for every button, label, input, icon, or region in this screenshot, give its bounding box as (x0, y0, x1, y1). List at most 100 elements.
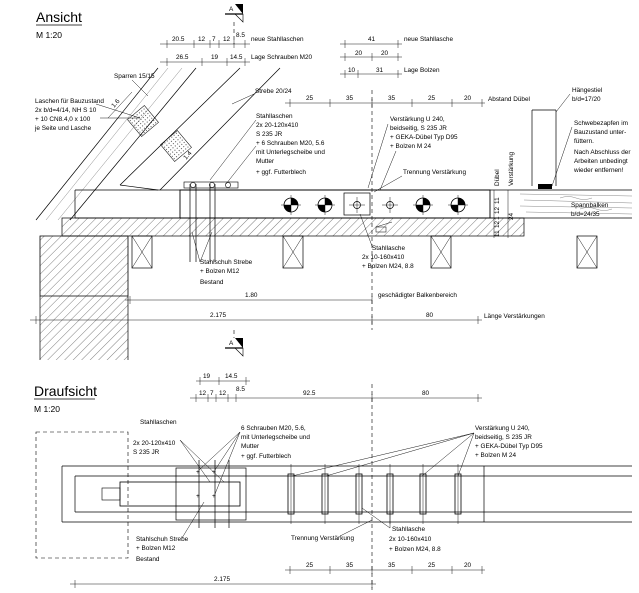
dim-value: 12 (198, 36, 206, 43)
section-mark-top: A (225, 4, 244, 23)
dim-value: 20 (464, 562, 472, 569)
callout-line: 2x 20-120x410 (256, 122, 299, 129)
note-line: Nach Abschluss der (574, 149, 631, 156)
label-sparren: Sparren 15/15 (114, 73, 155, 80)
dim-value: 25 (306, 562, 314, 569)
dim-value: 20.5 (172, 36, 185, 43)
dim-value: 10 (348, 67, 356, 74)
note-line: Bauzustand unter- (574, 129, 626, 136)
dim-value: 35 (388, 562, 396, 569)
label-verstaerkung-vertical: Verstärkung (508, 151, 515, 186)
label-haengestiel: Hängestiel (572, 87, 602, 94)
ansicht-scale: M 1:20 (36, 30, 62, 40)
svg-text:+: + (212, 493, 216, 500)
dim-value: 25 (428, 95, 436, 102)
stahllasche-callout: Stahllasche 2x 10-160x410 + Bolzen M24, … (359, 213, 414, 270)
callout-line: S 235 JR (133, 449, 160, 456)
callout-line: + Bolzen M 24 (475, 452, 516, 459)
dim-value: 12 (219, 390, 227, 397)
plan-schrauben: + + + + (196, 460, 230, 528)
geka-duebel-row (281, 195, 468, 215)
callout-line: + Bolzen M 24 (390, 143, 431, 150)
bolzen-symbol (382, 197, 398, 213)
dim-value: 7 (210, 390, 214, 397)
callout-line: 2x 20-120x410 (133, 440, 176, 447)
dim-value: 35 (346, 95, 354, 102)
callout-line: + GEKA-Dübel Typ D95 (390, 134, 458, 141)
dim-value: 2.175 (214, 576, 230, 583)
lasche-dim-2: 1.4 (182, 150, 193, 162)
strebe-strut (119, 67, 281, 191)
section-mark-label: A (229, 6, 234, 13)
dim-value: 20 (355, 50, 363, 57)
draufsicht-title: Draufsicht (34, 383, 97, 399)
duebel-symbol (281, 195, 301, 215)
label-neue-stahllaschen: neue Stahllaschen (251, 36, 304, 43)
callout-line: Stahllaschen (256, 113, 293, 120)
callout-line: + GEKA-Dübel Typ D95 (475, 443, 543, 450)
note-line: Schwebezapfen im (574, 120, 628, 127)
dim-chain-abstand: 25 35 35 25 20 Abstand Dübel (285, 95, 530, 107)
duebel-symbol (448, 195, 468, 215)
laschen-line: je Seite und Lasche (34, 125, 92, 132)
plan-duebel (287, 464, 462, 524)
dim-value: 41 (368, 36, 376, 43)
plan-stahllaschen-callout: Stahllaschen 2x 20-120x410 S 235 JR (133, 419, 225, 483)
label-lage-schrauben: Lage Schrauben M20 (251, 54, 313, 61)
callout-line: + 6 Schrauben M20, 5.6 (256, 140, 325, 147)
dim-value: 24 (508, 212, 515, 220)
dim-value: 25 (306, 95, 314, 102)
label-duebel-vertical: Dübel (494, 169, 501, 186)
dim-value: 19 (203, 373, 211, 380)
dim-value: 14.5 (225, 373, 238, 380)
dim-value: 12 (494, 206, 501, 214)
dim-value: 25 (428, 562, 436, 569)
plan-beam (61, 465, 632, 523)
dim-value: 8.5 (236, 32, 245, 39)
plan-stahllasche-callout: Stahllasche 2x 10-160x410 + Bolzen M24, … (361, 507, 441, 553)
plan-stahlschuh-callout: Stahlschuh Strebe + Bolzen M12 Bestand (136, 501, 205, 563)
callout-line: Mutter (241, 443, 260, 450)
dim-value: 1.80 (245, 292, 258, 299)
dim-value: 35 (388, 95, 396, 102)
dim-value: 80 (422, 390, 430, 397)
label-spannbalken: Spannbalken (571, 202, 609, 209)
callout-line: + ggf. Futterblech (241, 453, 291, 460)
dim-value: 7 (212, 36, 216, 43)
callout-line: S 235 JR (256, 131, 283, 138)
callout-line: beidseitig, S 235 JR (390, 125, 447, 132)
dim-value: 2.175 (210, 312, 226, 319)
callout-line: Bestand (136, 556, 160, 563)
callout-line: + Bolzen M12 (200, 268, 240, 275)
haengestiel: Hängestiel b/d=17/20 (531, 87, 602, 189)
callout-line: Verstärkung U 240, (390, 116, 445, 123)
label-trennung: Trennung Verstärkung (403, 169, 466, 176)
laschen-line: + 10 CN8.4,0 x 100 (35, 116, 91, 123)
svg-text:+: + (196, 469, 200, 476)
callout-line: Stahllasche (372, 245, 405, 252)
lasche-dim: 1.6 (110, 98, 121, 110)
callout-line: 6 Schrauben M20, 5.6, (241, 425, 306, 432)
dim-value: 80 (426, 312, 434, 319)
svg-text:+: + (196, 493, 200, 500)
verstaerkung-callout: Verstärkung U 240, beidseitig, S 235 JR … (367, 116, 458, 191)
ansicht-title: Ansicht (36, 9, 82, 25)
callout-line: Stahlschuh Strebe (136, 536, 189, 543)
callout-line: Mutter (256, 158, 275, 165)
wall-outline-dashed (35, 431, 129, 559)
dim-value: 14.5 (230, 54, 243, 61)
dim-value: 20 (381, 50, 389, 57)
draufsicht-dims: 19 14.5 12 7 12 8.5 92.5 80 (190, 373, 482, 402)
callout-line: Stahllaschen (140, 419, 177, 426)
callout-line: Bestand (200, 279, 224, 286)
callout-line: + Bolzen M24, 8.8 (389, 546, 441, 553)
label-geschaedigt: geschädigter Balkenbereich (378, 292, 457, 299)
label-neue-stahllasche: neue Stahllasche (404, 36, 453, 43)
duebel-symbol (413, 195, 433, 215)
callout-line: beidseitig, S 235 JR (475, 434, 532, 441)
verstaerkung-u240 (179, 189, 491, 219)
label-haengestiel-size: b/d=17/20 (572, 96, 601, 103)
stahllaschen-callout: Stahllaschen 2x 20-120x410 S 235 JR + 6 … (209, 113, 325, 185)
label-spannbalken-size: b/d=24/35 (571, 211, 600, 218)
